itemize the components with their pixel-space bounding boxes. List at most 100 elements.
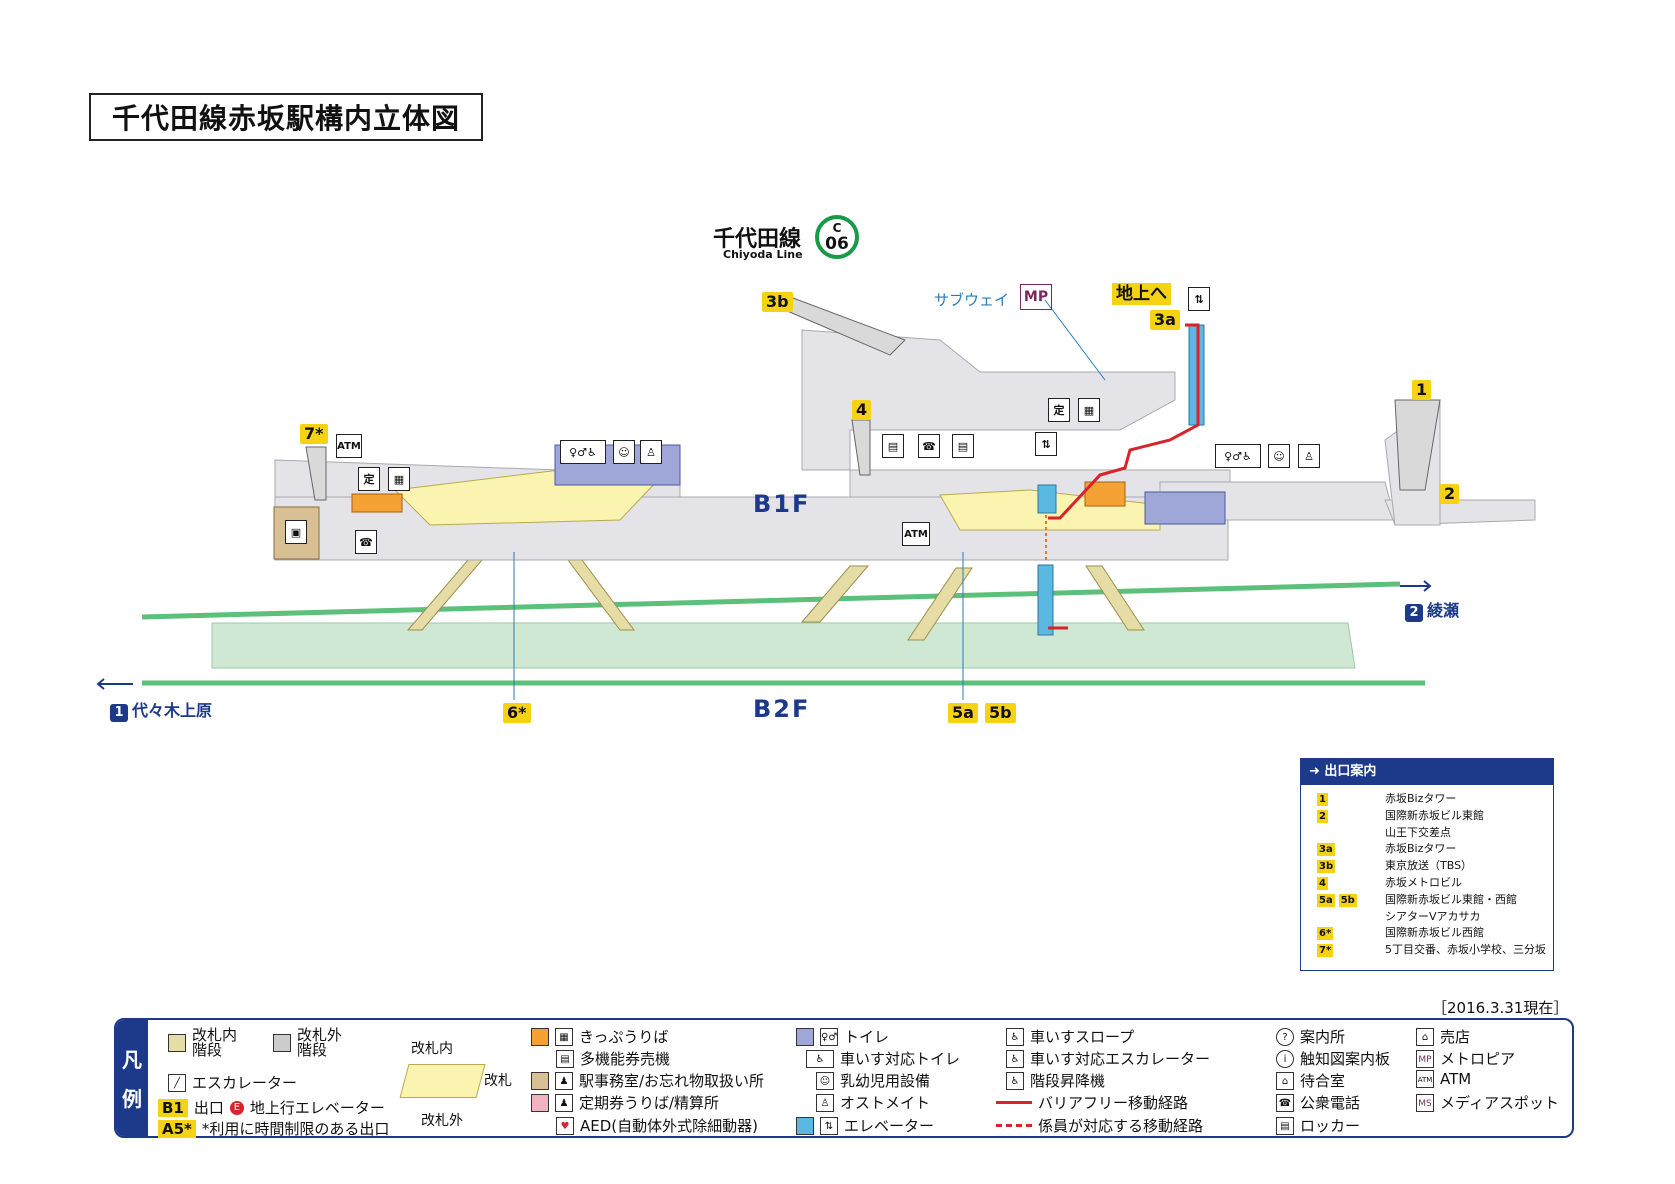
- exit-guide-text: シアターVアカサカ: [1385, 909, 1481, 923]
- direction-right-number: 2: [1405, 604, 1423, 622]
- baby-icon-east: ☺: [1268, 444, 1290, 468]
- ostomate-icon: ♙: [816, 1093, 834, 1112]
- exit-tag-2: 2: [1440, 484, 1460, 504]
- exit-guide-tag: 5a: [1317, 893, 1335, 907]
- ticket-area-icon: [531, 1027, 549, 1046]
- legend-waiting: ⌂待合室: [1276, 1070, 1345, 1091]
- legend-stairs-out: 改札外階段: [273, 1028, 349, 1058]
- station-map: [96, 294, 1536, 700]
- waiting-icon: ⌂: [1276, 1071, 1294, 1090]
- atm-icon-west: ATM: [336, 434, 362, 458]
- legend-toilet-text: トイレ: [844, 1028, 890, 1046]
- legend-gate: 改札: [484, 1073, 512, 1089]
- to-ground-label: 地上へ: [1112, 283, 1171, 305]
- legend-pass-office: ♟定期券うりば/精算所: [531, 1092, 719, 1113]
- legend-shop-text: 売店: [1440, 1028, 1471, 1046]
- legend-escalator-text: エスカレーター: [192, 1074, 298, 1092]
- legend-locker: ▤ロッカー: [1276, 1115, 1360, 1136]
- legend-side: 凡 例: [116, 1020, 148, 1136]
- legend-metropia-text: メトロピア: [1440, 1050, 1516, 1068]
- b2-platform: [211, 622, 1356, 669]
- legend-wc-toilet-text: 車いす対応トイレ: [840, 1050, 961, 1068]
- pass-office-icon-east: 定: [1048, 398, 1070, 422]
- legend-exit-sample: B1: [158, 1098, 188, 1117]
- exit-guide-tags: 3a: [1301, 841, 1385, 858]
- legend-phone: ☎公衆電話: [1276, 1092, 1360, 1113]
- exit-tag-5b: 5b: [985, 703, 1016, 723]
- exit-guide-tag: 3a: [1317, 843, 1335, 857]
- staff-icon: ♟: [555, 1071, 573, 1090]
- legend-side-2: 例: [122, 1087, 142, 1111]
- exit-guide-text: 山王下交差点: [1385, 825, 1451, 839]
- elevator-b1: [1037, 484, 1057, 514]
- legend-aed: ♥AED(自動体外式除細動器): [556, 1115, 758, 1136]
- legend-staff-route: 係員が対応する移動経路: [996, 1115, 1203, 1136]
- exit-guide-tag: 3b: [1317, 860, 1336, 874]
- legend-wc-escalator-text: 車いす対応エスカレーター: [1030, 1050, 1211, 1068]
- legend-baby-text: 乳幼児用設備: [840, 1072, 931, 1090]
- exit-stairs: [305, 294, 1441, 501]
- elevator-ground-icon: E: [229, 1100, 244, 1115]
- legend-slope: ♿車いすスロープ: [1006, 1026, 1134, 1047]
- date-label: ［2016.3.31現在］: [1432, 999, 1569, 1017]
- barrier-free-line-icon: [996, 1101, 1032, 1104]
- stairs-in-icon: [168, 1034, 186, 1052]
- exit-guide-row: 6*国際新赤坂ビル西館: [1301, 925, 1553, 942]
- arrow-right: [1400, 580, 1432, 592]
- exit-guide-row: 2 国際新赤坂ビル東館: [1301, 808, 1553, 825]
- exit-guide-tag: 2: [1317, 809, 1328, 823]
- exit-tag-5a: 5a: [948, 703, 978, 723]
- ostomate-icon-west: ♙: [640, 440, 662, 464]
- exit-guide-tag: 4: [1317, 876, 1328, 890]
- legend-toilet: ♀♂ トイレ: [796, 1026, 889, 1047]
- aed-icon: ♥: [556, 1116, 574, 1135]
- legend-multi-ticket-text: 多機能券売機: [580, 1050, 671, 1068]
- line-code-badge: C 06: [815, 215, 859, 259]
- phone-icon: ☎: [1276, 1093, 1294, 1112]
- atm-icon-east: ATM: [902, 522, 930, 546]
- legend-tactile-text: 触知図案内板: [1300, 1050, 1391, 1068]
- toilet-icon-west: ♀♂♿: [560, 440, 606, 464]
- pass-office-icon: 定: [358, 467, 380, 491]
- legend-ostomate-text: オストメイト: [840, 1094, 931, 1112]
- line-code-letter: C: [832, 221, 842, 235]
- legend-restricted-text: *利用に時間制限のある出口: [201, 1120, 390, 1138]
- baby-icon-west: ☺: [613, 440, 635, 464]
- wc-escalator-icon: ♿: [1006, 1049, 1024, 1068]
- barrier-free-route: [1048, 323, 1200, 520]
- elevator-shaft-icon: [796, 1116, 814, 1135]
- track-upper: [141, 581, 1401, 620]
- direction-right-text: 綾瀬: [1427, 601, 1460, 620]
- gate-icon: [399, 1064, 486, 1098]
- legend-ticket-area: ▦きっぷうりば: [531, 1026, 668, 1047]
- stairs-out-icon: [273, 1034, 291, 1052]
- exit-guide-tag: 7*: [1317, 944, 1334, 958]
- elevator-shaft-b2: [1037, 564, 1054, 636]
- exit-guide-tags: 4: [1301, 875, 1385, 892]
- toilet-icon: ♀♂: [820, 1027, 838, 1046]
- exit-guide-tags: 1: [1301, 791, 1385, 808]
- toilet-room-icon: [796, 1027, 814, 1046]
- exit-tag-3a: 3a: [1150, 310, 1180, 330]
- atm-legend-icon: ATM: [1416, 1070, 1434, 1088]
- lost-property-icon: ▣: [285, 520, 307, 544]
- exit-guide-heading: ➜ 出口案内: [1301, 759, 1553, 785]
- locker-icon-2: ▤: [952, 434, 974, 458]
- ticket-west: [351, 493, 403, 513]
- line-name-jp: 千代田線: [713, 227, 802, 252]
- exit-guide-text: 国際新赤坂ビル東館: [1385, 808, 1484, 822]
- stair-lift-icon: ♿: [1006, 1071, 1024, 1090]
- legend-metropia: MP メトロピア: [1416, 1048, 1515, 1069]
- metropia-legend-icon: MP: [1416, 1049, 1434, 1068]
- exit-guide-text: 赤坂Bizタワー: [1385, 792, 1457, 805]
- legend-locker-text: ロッカー: [1300, 1117, 1361, 1135]
- legend-stairs-in-text: 改札内階段: [192, 1026, 238, 1059]
